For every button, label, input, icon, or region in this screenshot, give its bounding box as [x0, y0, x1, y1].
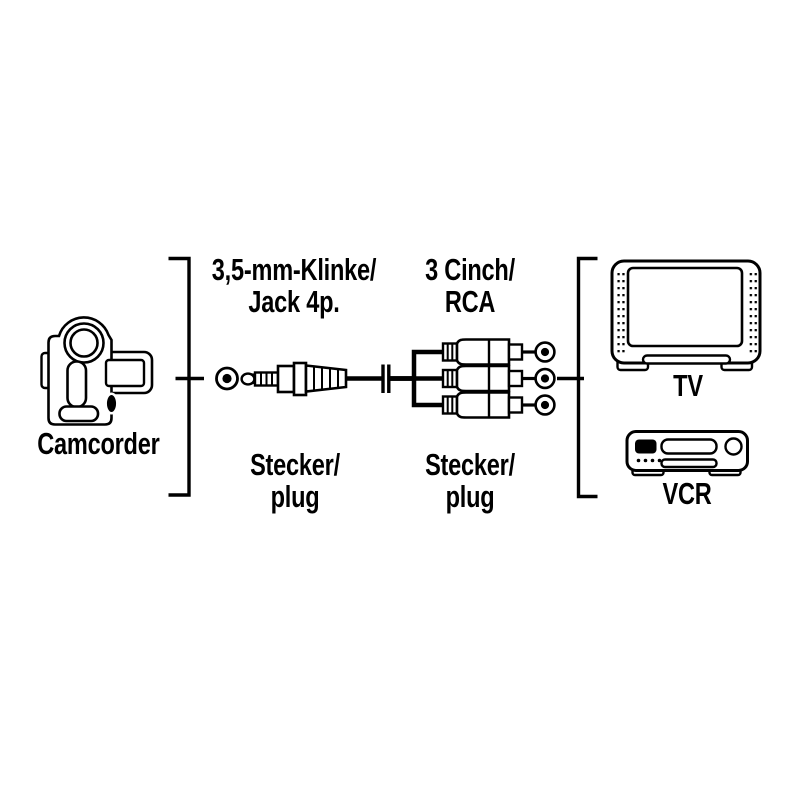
rca-plug-bottom [441, 390, 556, 420]
vcr-label-text: VCR [662, 476, 712, 511]
rca-plug-middle [441, 364, 556, 393]
vcr-display [635, 439, 657, 454]
tv-base-bar [641, 354, 732, 365]
vcr-cassette-slot [660, 438, 718, 455]
jack-body [276, 364, 296, 394]
jack-strain-relief [304, 364, 348, 393]
cable-splitter [346, 349, 444, 408]
camcorder-screen-inner [104, 358, 146, 388]
rca-plug-top [441, 337, 556, 367]
cinch-role-label: Stecker/ plug [371, 449, 569, 513]
branch-top [390, 349, 444, 381]
camcorder-lens-inner [69, 328, 99, 358]
camcorder-label-text: Camcorder [37, 426, 160, 461]
camcorder-illustration [40, 316, 154, 426]
tv-screen [626, 266, 744, 348]
tv-speaker-grille-right [749, 272, 760, 354]
camcorder-label: Camcorder [37, 426, 160, 461]
jack-tip [240, 372, 256, 386]
vcr-knob [724, 437, 743, 456]
splitter-bar [387, 364, 391, 393]
splitter-bar [381, 364, 385, 393]
vcr-button-dot [643, 458, 648, 463]
left-bracket [168, 256, 204, 497]
jack-type-label: 3,5-mm-Klinke/ Jack 4p. [195, 254, 393, 318]
vcr-lower-bar [660, 458, 718, 469]
camcorder-grip [66, 360, 88, 409]
jack-plug-illustration [215, 361, 348, 397]
cinch-type-line-1: 3 Cinch/ [425, 252, 515, 287]
tv-illustration [610, 259, 762, 372]
jack-role-line-1: Stecker/ [250, 447, 340, 482]
vcr-button-dot [636, 458, 641, 463]
branch-bottom [390, 376, 444, 408]
rca-plugs-illustration [441, 337, 556, 420]
tv-label: TV [627, 370, 749, 402]
jack-collar [292, 361, 308, 397]
tv-speaker-grille-left [617, 272, 627, 354]
vcr-button-dot [657, 458, 662, 463]
camcorder-base-bar [58, 405, 100, 423]
jack-role-line-2: plug [270, 479, 320, 514]
cinch-type-line-2: RCA [444, 284, 496, 319]
right-bracket [557, 256, 598, 499]
tv-label-text: TV [673, 368, 703, 403]
vcr-button-dot [650, 458, 655, 463]
jack-socket-center [222, 373, 232, 384]
vcr-illustration [625, 430, 749, 477]
cinch-role-line-2: plug [445, 479, 495, 514]
jack-role-label: Stecker/ plug [196, 449, 394, 513]
cinch-type-label: 3 Cinch/ RCA [371, 254, 569, 318]
jack-type-line-1: 3,5-mm-Klinke/ [211, 252, 377, 287]
vcr-label: VCR [626, 478, 748, 510]
cinch-role-line-1: Stecker/ [425, 447, 515, 482]
jack-type-line-2: Jack 4p. [248, 284, 340, 319]
bracket-line [168, 256, 191, 497]
camcorder-port [104, 392, 119, 415]
